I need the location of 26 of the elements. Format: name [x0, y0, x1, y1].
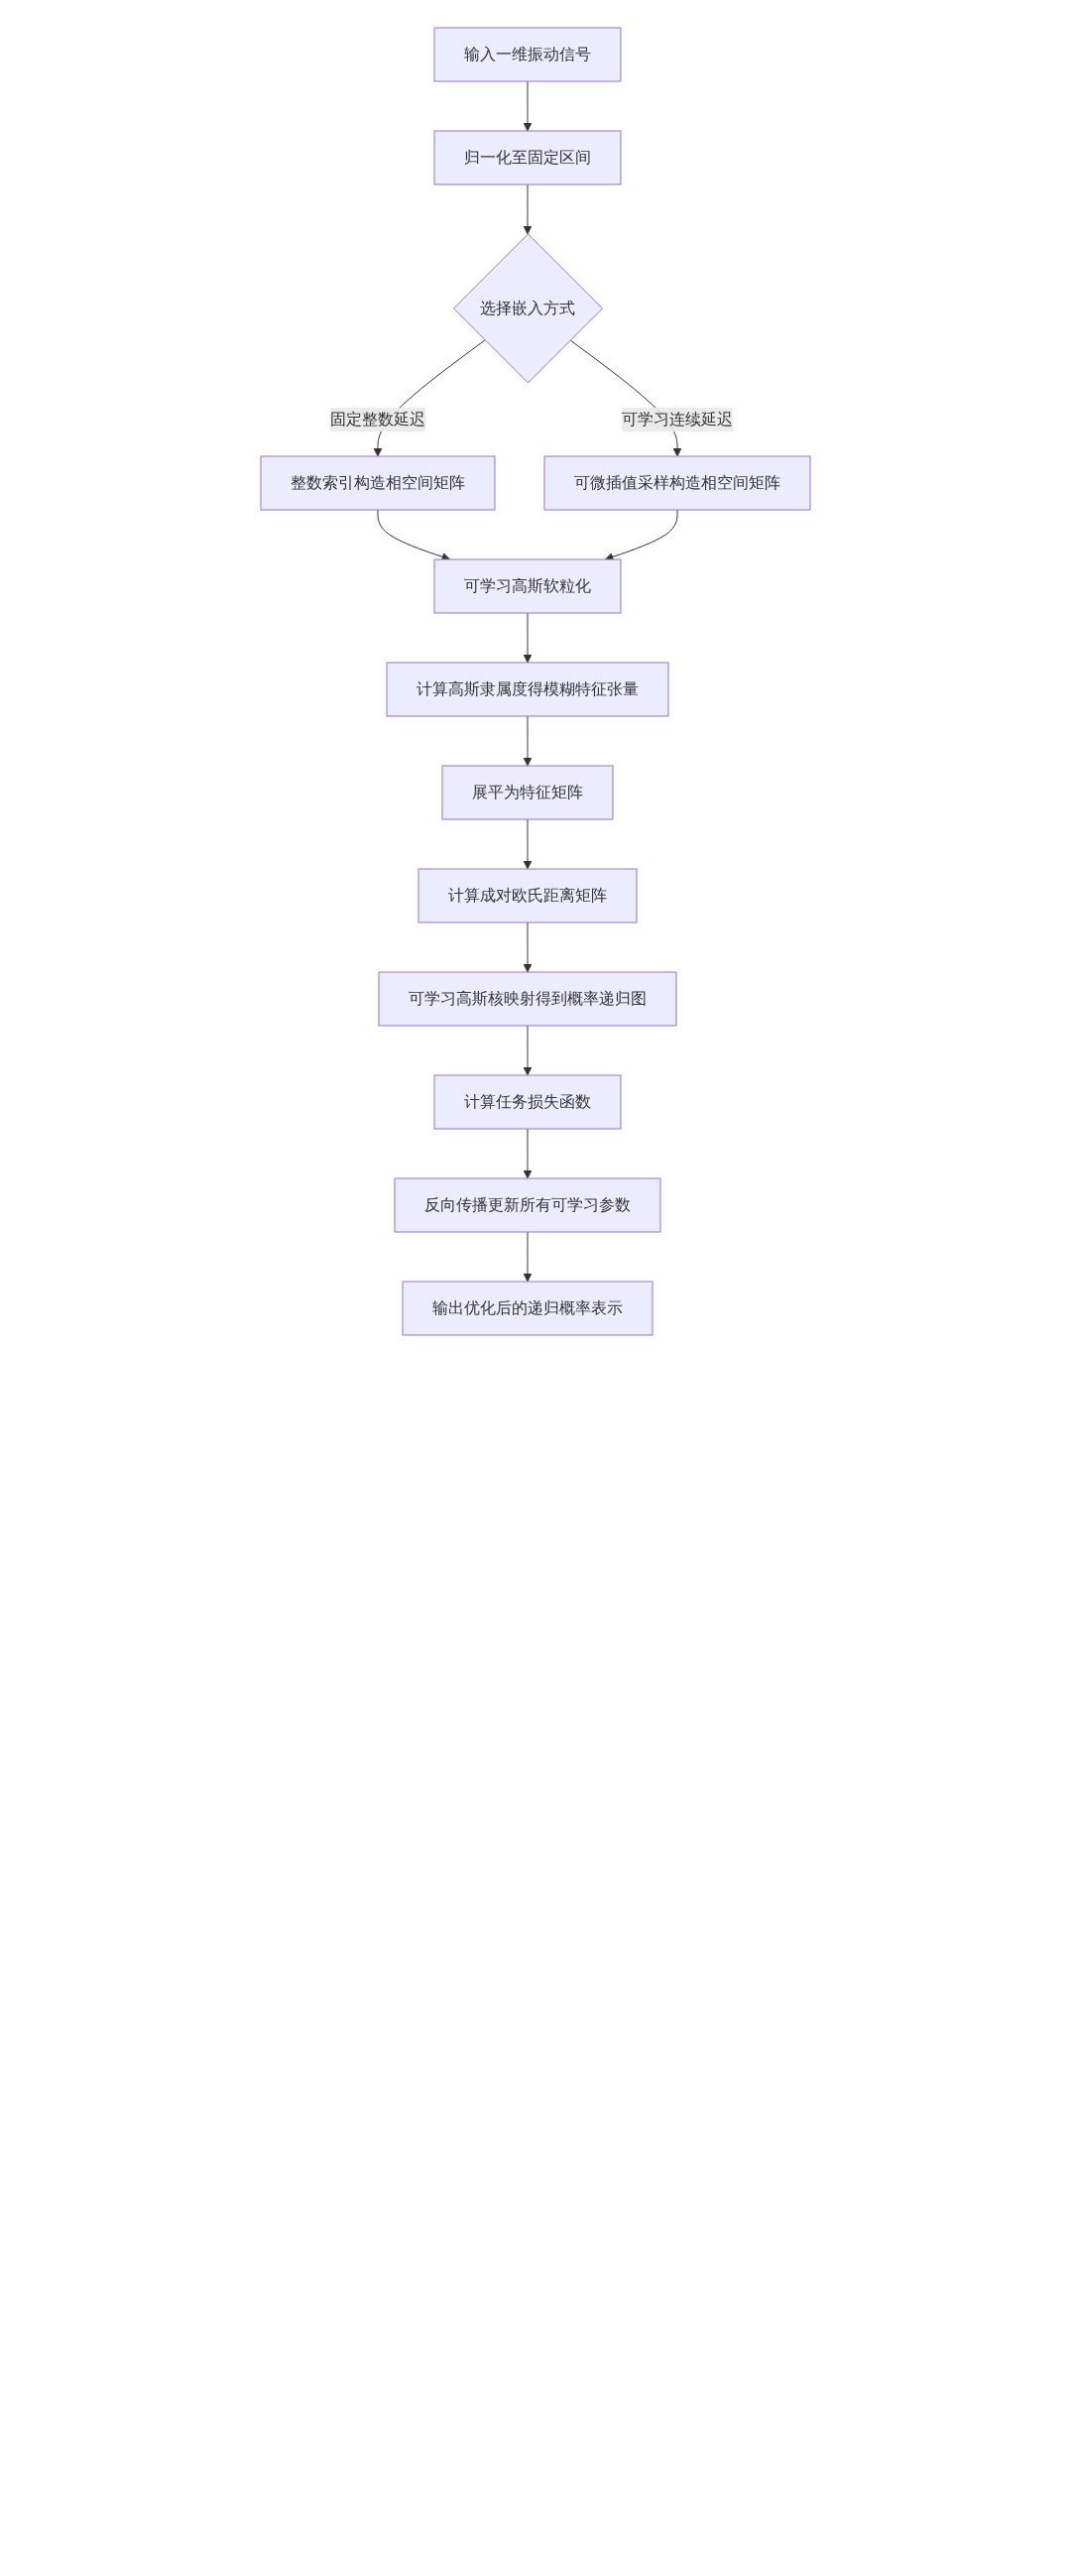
arrow	[523, 1231, 533, 1283]
node-box: 输出优化后的递归概率表示	[402, 1281, 654, 1336]
node-box: 归一化至固定区间	[433, 130, 622, 185]
node-box: 可微插值采样构造相空间矩阵	[543, 455, 811, 511]
node-box: 反向传播更新所有可学习参数	[394, 1177, 661, 1233]
node-box: 可学习高斯软粒化	[433, 558, 622, 614]
arrow	[523, 818, 533, 870]
edge-label: 可学习连续延迟	[622, 410, 733, 429]
node-diamond: 选择嵌入方式	[453, 233, 603, 384]
arrow	[523, 921, 533, 973]
arrow	[523, 80, 533, 132]
node-box: 整数索引构造相空间矩阵	[260, 455, 496, 511]
edge-label: 固定整数延迟	[330, 410, 425, 429]
node-box: 计算高斯隶属度得模糊特征张量	[386, 662, 669, 717]
arrow	[605, 509, 678, 561]
node-box: 展平为特征矩阵	[441, 765, 614, 820]
arrow	[523, 715, 533, 767]
arrow	[523, 1128, 533, 1179]
arrow	[523, 184, 533, 235]
arrow	[523, 1025, 533, 1076]
node-box: 可学习高斯核映射得到概率递归图	[378, 971, 677, 1027]
node-box: 计算成对欧氏距离矩阵	[417, 868, 638, 923]
node-box: 计算任务损失函数	[433, 1074, 622, 1130]
arrow	[377, 509, 450, 561]
arrow	[523, 612, 533, 664]
node-box: 输入一维振动信号	[433, 27, 622, 82]
